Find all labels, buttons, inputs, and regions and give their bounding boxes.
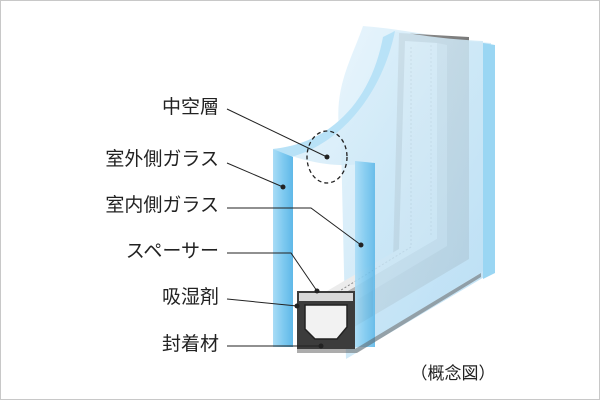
leader-hollow-layer [226, 108, 328, 158]
inner-glass-edge [483, 43, 495, 279]
leader-desiccant [226, 298, 298, 307]
dot-hollow-layer [324, 154, 330, 160]
leader-lines [226, 108, 362, 347]
diagram-caption: （概念図） [411, 363, 496, 384]
leader-inner-glass [227, 207, 362, 246]
outer-glass-edge-top [273, 31, 395, 157]
leader-spacer [227, 252, 318, 292]
label-spacer: スペーサー [126, 240, 219, 262]
frame-profile [297, 273, 481, 353]
outer-glass-edge-front [273, 149, 293, 347]
label-outer-glass: 室外側ガラス [105, 148, 219, 170]
label-sealant: 封着材 [162, 333, 219, 355]
outer-glass-pane [273, 31, 483, 347]
dot-inner-glass [358, 242, 364, 248]
dot-desiccant [294, 303, 300, 309]
hollow-layer-circle [306, 130, 348, 184]
label-hollow-layer: 中空層 [162, 96, 219, 118]
desiccant-channel [304, 304, 348, 340]
leader-dots [280, 154, 364, 349]
leader-outer-glass [226, 162, 284, 188]
label-inner-glass: 室内側ガラス [105, 194, 219, 216]
dot-outer-glass [280, 184, 286, 190]
spacer-top-cap [299, 293, 353, 301]
dot-spacer [314, 288, 320, 294]
label-desiccant: 吸湿剤 [162, 286, 219, 308]
dot-sealant [318, 343, 324, 349]
outer-glass-edge-front-2 [355, 161, 375, 347]
outer-glass-face [273, 31, 483, 339]
